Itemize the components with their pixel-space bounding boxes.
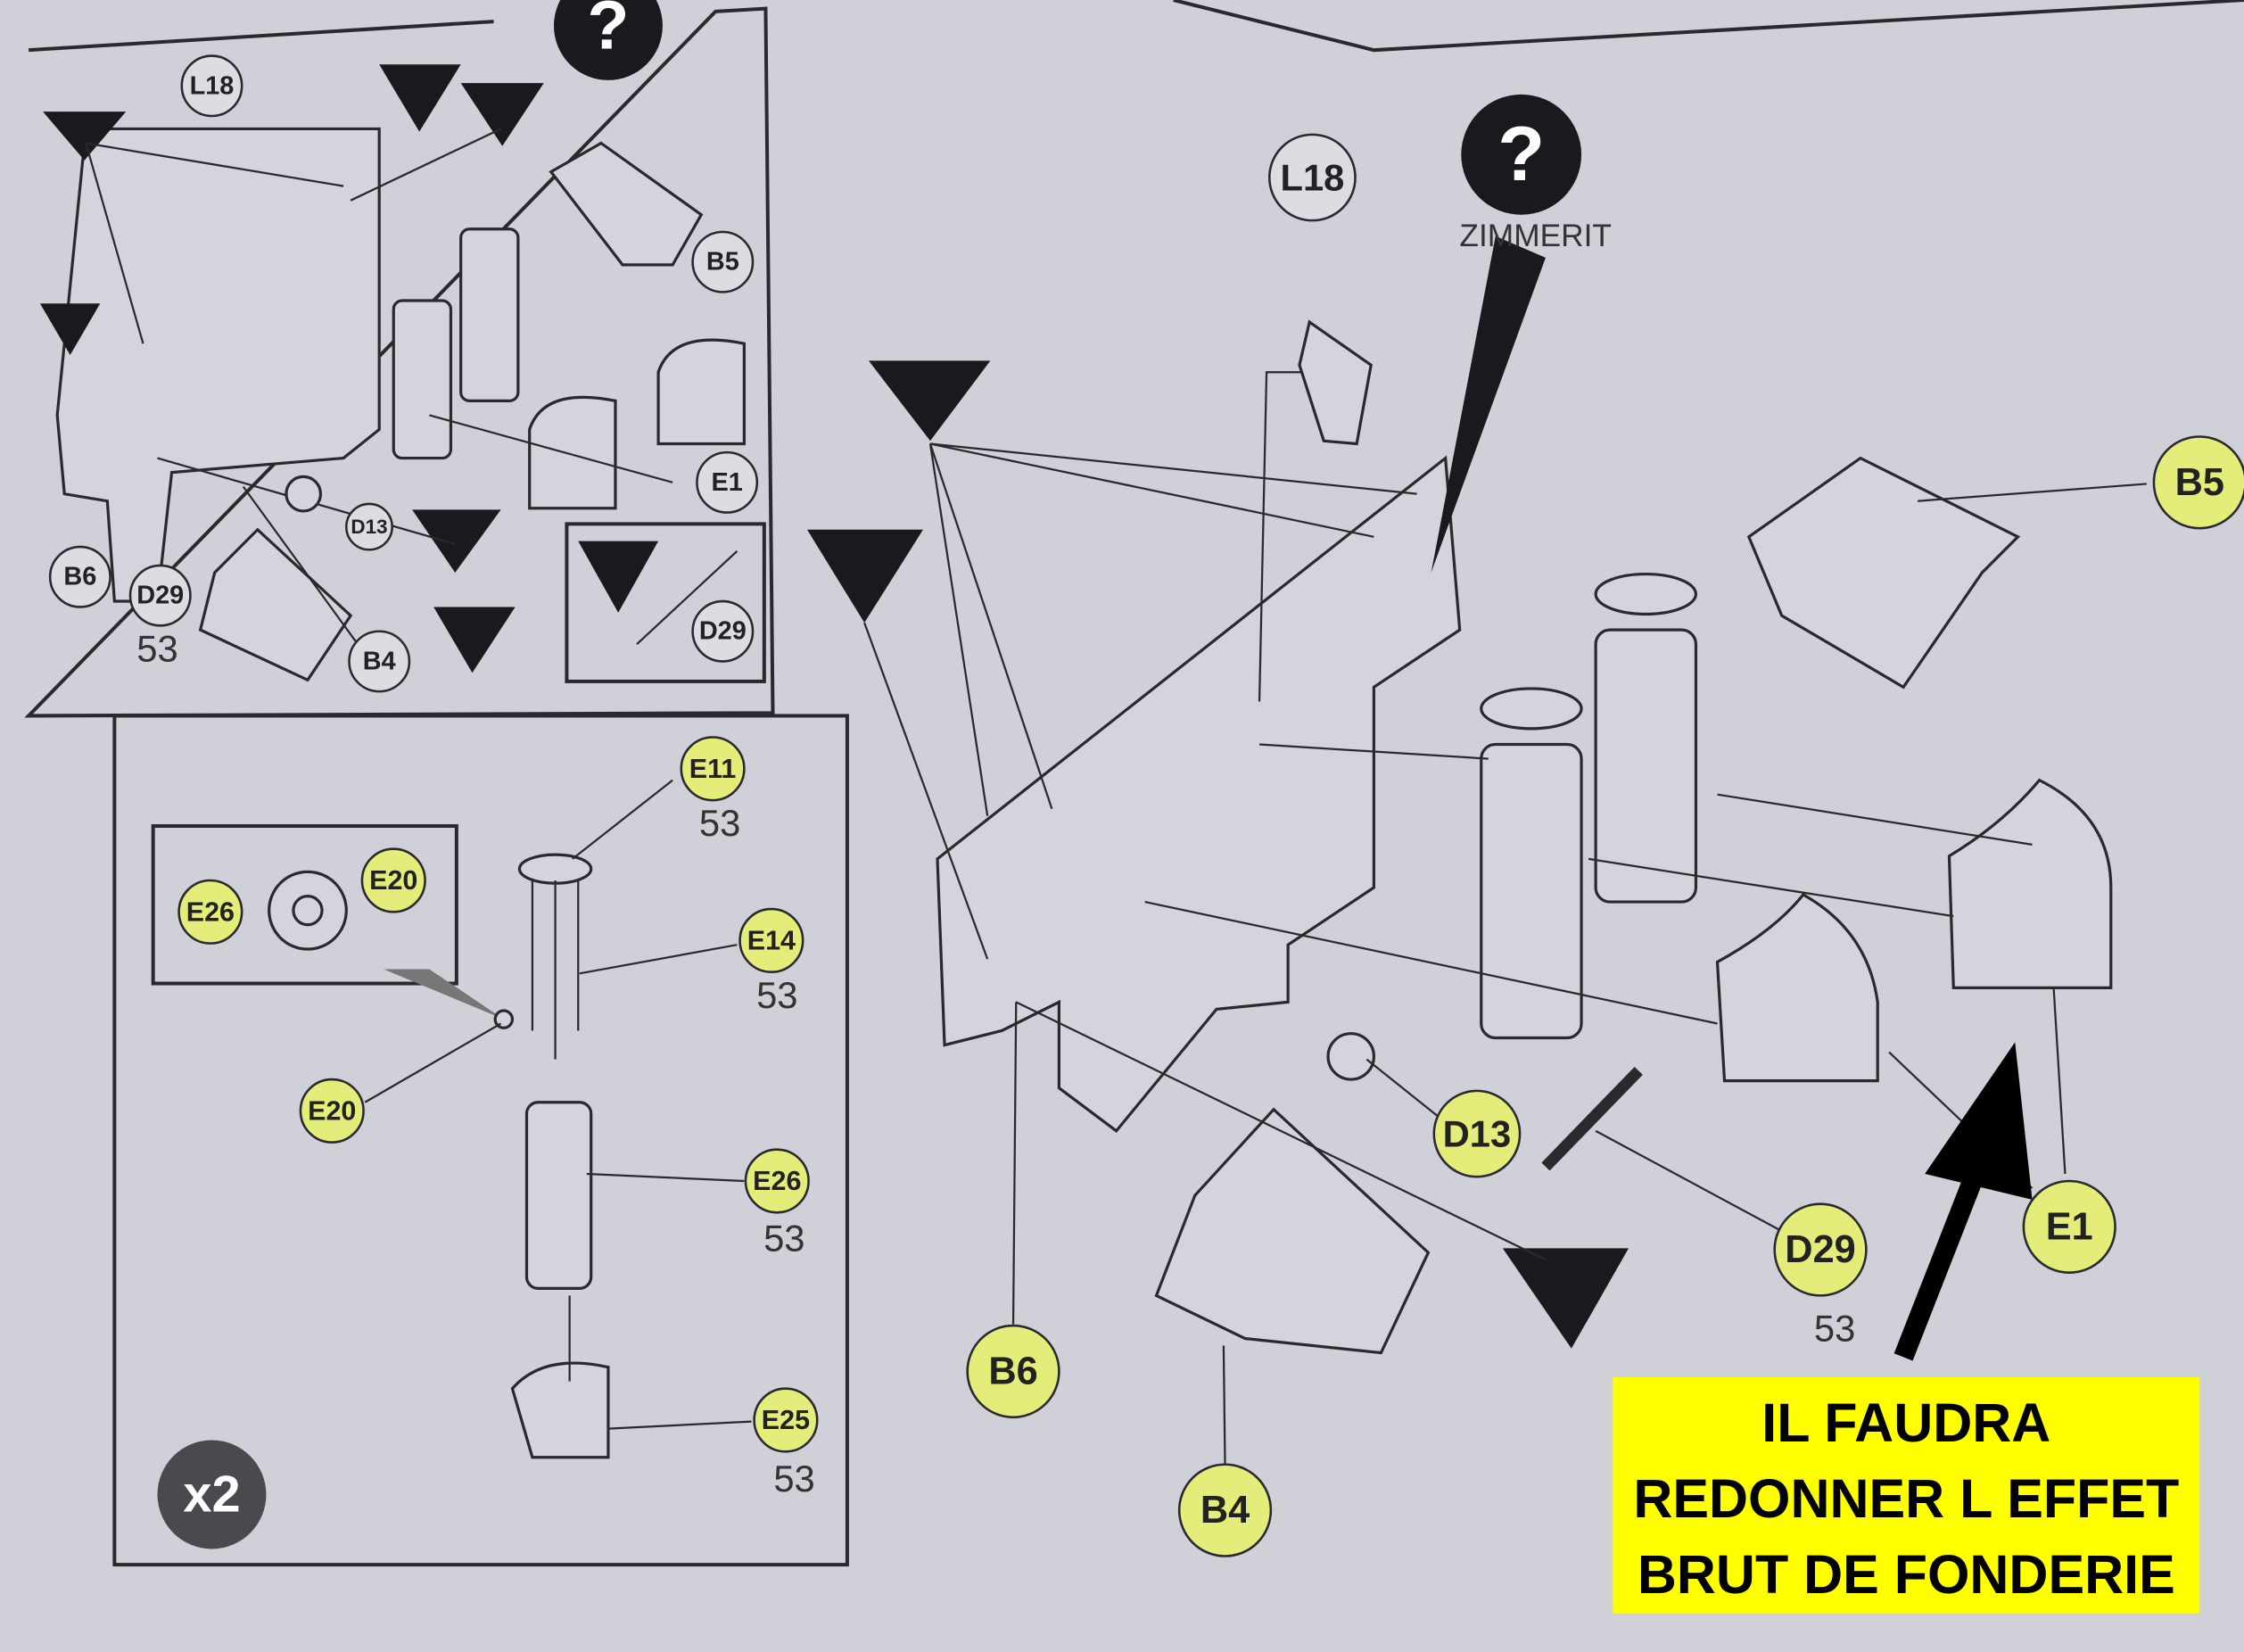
callout-circle — [345, 502, 393, 551]
paint-reference: 53 — [1814, 1308, 1855, 1350]
callout-label: L18 — [190, 71, 235, 100]
callout-label: D29 — [1785, 1228, 1855, 1271]
part-callout-d29: D29 — [691, 599, 755, 663]
callout-label: D13 — [351, 516, 387, 538]
callout-circle — [1432, 1089, 1522, 1178]
part-callout-l18: L18 — [1267, 133, 1357, 222]
callout-circle — [691, 230, 755, 293]
callout-circle — [738, 907, 804, 973]
part-callout-d13: D13 — [345, 502, 393, 551]
callout-circle — [691, 599, 755, 663]
note-line: BRUT DE FONDERIE — [1638, 1544, 2175, 1605]
callout-label: B5 — [706, 248, 739, 277]
callout-circle — [128, 564, 192, 627]
callout-circle — [2152, 435, 2244, 530]
callout-circle — [348, 630, 411, 693]
callout-label: E20 — [369, 865, 417, 896]
part-callout-e1: E1 — [2022, 1179, 2116, 1274]
part-callout-d29: D29 — [128, 564, 192, 627]
note-line: IL FAUDRA — [1761, 1392, 2050, 1453]
multiplier-badge: x2 — [157, 1440, 267, 1549]
callout-circle — [680, 736, 746, 802]
callout-circle — [966, 1324, 1060, 1419]
note-line: REDONNER L EFFET — [1633, 1468, 2179, 1529]
part-callout-e20: E20 — [299, 1078, 365, 1144]
svg-text:?: ? — [587, 0, 629, 64]
callout-label: B4 — [1200, 1489, 1250, 1532]
part-callout-e25: E25 — [753, 1387, 819, 1453]
part-callout-b4: B4 — [1177, 1463, 1273, 1557]
question-mark-icon: ? — [553, 0, 663, 80]
part-callout-e1: E1 — [696, 450, 759, 514]
callout-circle — [360, 847, 426, 913]
paint-reference: 53 — [699, 802, 740, 844]
arrow-icon — [1893, 1042, 2033, 1361]
annotation-note: IL FAUDRA REDONNER L EFFET BRUT DE FONDE… — [1613, 1376, 2200, 1614]
multiplier-text: x2 — [183, 1466, 240, 1524]
callout-label: D29 — [136, 582, 184, 610]
callout-circle — [2022, 1179, 2116, 1274]
part-callout-b4: B4 — [348, 630, 411, 693]
callout-label: E26 — [186, 896, 235, 927]
part-callout-e20: E20 — [360, 847, 426, 913]
callout-circle — [1177, 1463, 1273, 1557]
question-mark-icon: ? — [1461, 94, 1582, 215]
paint-reference: 53 — [773, 1458, 814, 1499]
svg-text:?: ? — [1497, 112, 1545, 197]
hull-outline — [1173, 0, 2244, 53]
callout-label: E25 — [762, 1405, 810, 1435]
callout-label: E1 — [2046, 1205, 2093, 1248]
callout-circle — [696, 450, 759, 514]
callout-circle — [180, 54, 243, 118]
part-callout-e11: E11 — [680, 736, 746, 802]
part-callout-l18: L18 — [180, 54, 243, 118]
callout-label: E11 — [689, 754, 737, 784]
callout-label: E20 — [308, 1095, 356, 1126]
callout-circle — [177, 879, 243, 945]
paint-reference: 53 — [136, 627, 177, 669]
callout-label: E14 — [747, 925, 796, 955]
callout-circle — [753, 1387, 819, 1453]
panel-top-left — [24, 6, 775, 718]
callout-label: E26 — [753, 1166, 801, 1196]
callout-circle — [1267, 133, 1357, 222]
callout-label: D29 — [699, 617, 747, 646]
main-assembly-drawing — [806, 235, 2147, 1465]
paint-reference: 53 — [763, 1218, 804, 1260]
callout-label: L18 — [1280, 156, 1344, 198]
callout-circle — [744, 1148, 810, 1214]
zimmerit-label: ZIMMERIT — [1459, 219, 1612, 253]
callout-label: B6 — [988, 1350, 1037, 1392]
part-callout-e26: E26 — [177, 879, 243, 945]
callout-label: D13 — [1443, 1113, 1512, 1155]
part-callout-b5: B5 — [2152, 435, 2244, 530]
part-callout-d29: D29 — [1773, 1202, 1868, 1297]
callout-label: E1 — [711, 468, 742, 497]
part-callout-d13: D13 — [1432, 1089, 1522, 1178]
paint-reference: 53 — [756, 974, 797, 1016]
callout-label: B4 — [363, 647, 396, 675]
part-callout-b5: B5 — [691, 230, 755, 293]
callout-label: B6 — [63, 563, 96, 591]
part-callout-b6: B6 — [48, 545, 111, 608]
panel-sub-assembly — [112, 714, 849, 1567]
part-callout-e26: E26 — [744, 1148, 810, 1214]
callout-circle — [1773, 1202, 1868, 1297]
part-callout-e14: E14 — [738, 907, 804, 973]
part-callout-b6: B6 — [966, 1324, 1060, 1419]
callout-circle — [299, 1078, 365, 1144]
callout-circle — [48, 545, 111, 608]
callout-label: B5 — [2175, 461, 2224, 504]
